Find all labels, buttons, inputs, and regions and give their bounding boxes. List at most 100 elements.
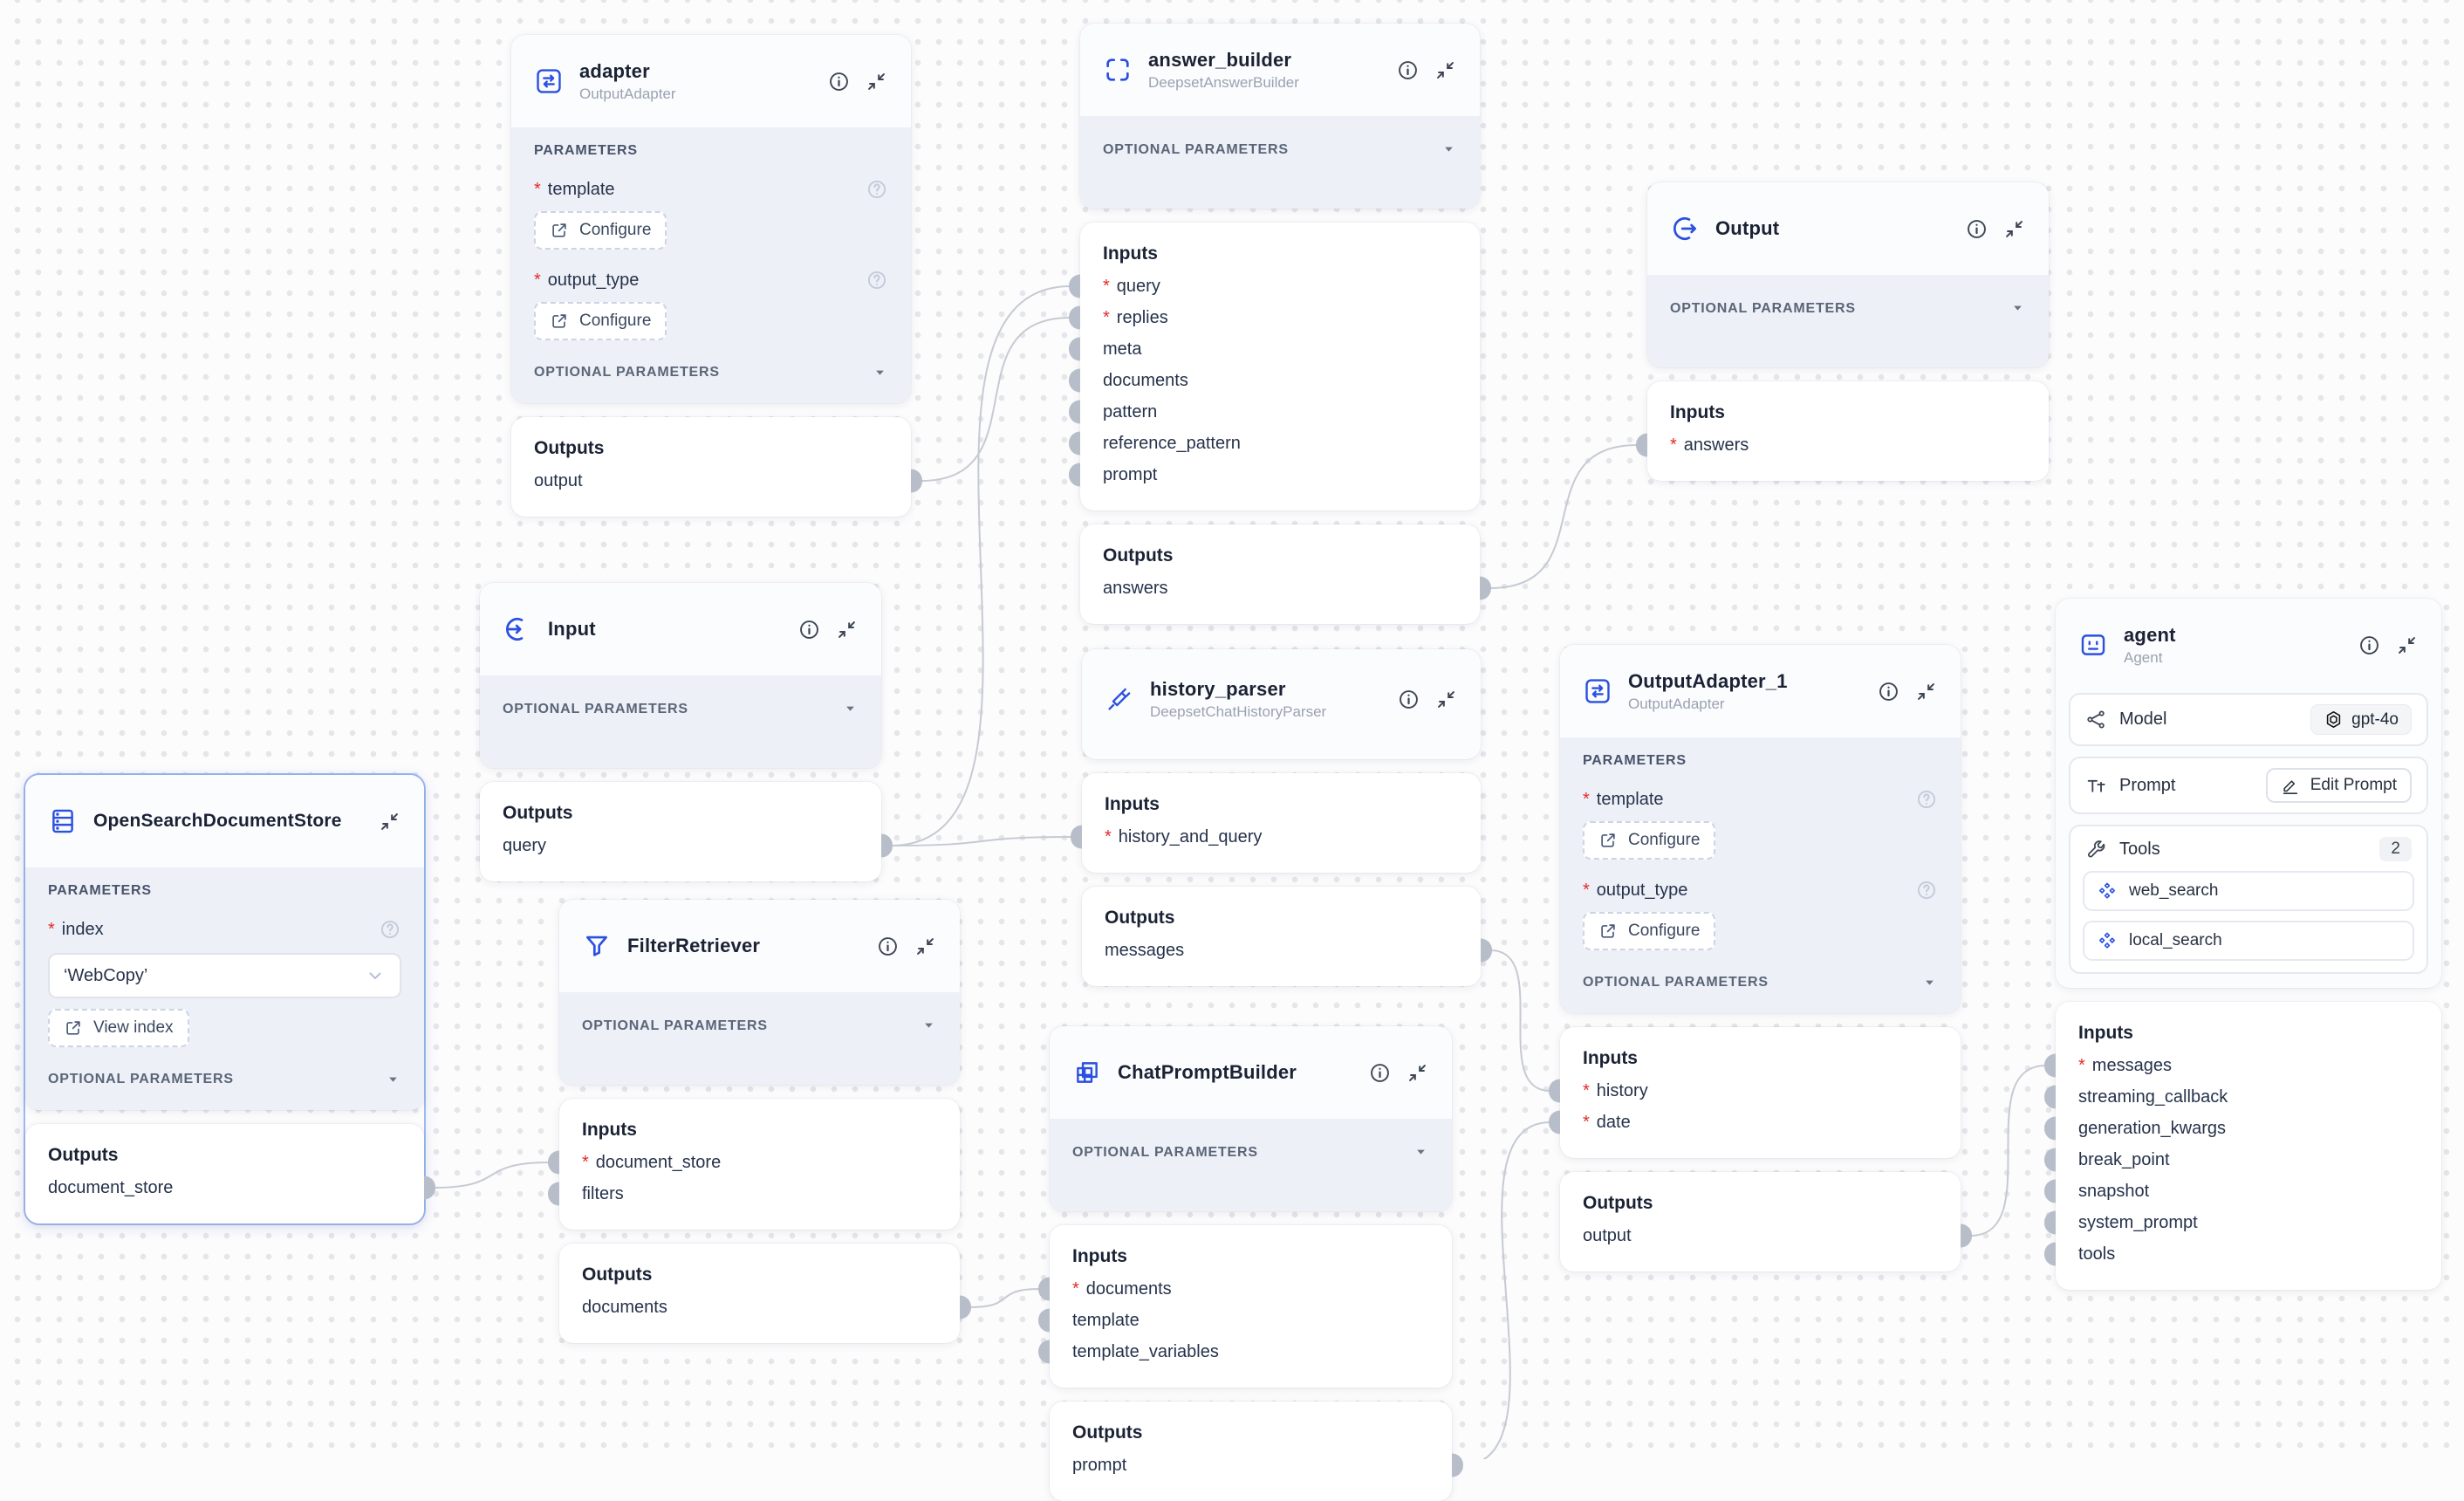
info-icon[interactable] (2358, 634, 2381, 657)
info-icon[interactable] (1396, 58, 1420, 82)
configure-button[interactable]: Configure (1583, 912, 1716, 950)
info-icon[interactable] (876, 935, 900, 958)
node-title: answer_builder (1148, 48, 1292, 71)
parameters-label: PARAMETERS (1583, 753, 1687, 768)
collapse-icon[interactable] (2002, 217, 2026, 241)
input-handle[interactable] (1069, 431, 1080, 456)
input-handle[interactable] (1069, 337, 1080, 361)
collapse-icon[interactable] (835, 618, 859, 641)
collapse-icon[interactable] (378, 810, 401, 833)
input-handle[interactable] (2044, 1148, 2056, 1172)
input-handle[interactable] (1636, 433, 1647, 457)
input-handle[interactable] (1038, 1308, 1050, 1333)
node-chatpromptbuilder[interactable]: ChatPromptBuilder OPTIONAL PARAMETERS In… (1038, 1026, 1463, 1501)
node-outputadapter-1[interactable]: OutputAdapter_1 OutputAdapter PARAMETERS… (1549, 645, 1972, 1271)
info-icon[interactable] (1877, 680, 1900, 703)
output-handle[interactable] (960, 1295, 971, 1319)
input-handle[interactable] (1038, 1277, 1050, 1301)
node-filterretriever[interactable]: FilterRetriever OPTIONAL PARAMETERS Inpu… (548, 900, 971, 1343)
configure-button[interactable]: Configure (1583, 821, 1716, 860)
node-adapter[interactable]: adapter OutputAdapter PARAMETERS templat… (511, 35, 922, 517)
output-handle[interactable] (911, 469, 922, 493)
output-port: query (503, 833, 893, 858)
node-history-parser[interactable]: history_parser DeepsetChatHistoryParser … (1071, 649, 1492, 986)
model-value-badge[interactable]: gpt-4o (2310, 704, 2412, 735)
input-handle[interactable] (2044, 1116, 2056, 1141)
input-handle[interactable] (1069, 368, 1080, 393)
input-handle[interactable] (1071, 825, 1082, 849)
input-handle[interactable] (2044, 1242, 2056, 1266)
optional-parameters-toggle[interactable]: OPTIONAL PARAMETERS (48, 1072, 401, 1087)
input-port: prompt (1069, 463, 1457, 487)
collapse-icon[interactable] (1914, 680, 1938, 703)
input-handle[interactable] (1069, 274, 1080, 298)
input-handle[interactable] (2044, 1179, 2056, 1203)
configure-button[interactable]: Configure (534, 302, 667, 340)
tool-item[interactable]: web_search (2083, 871, 2414, 911)
input-handle[interactable] (2044, 1085, 2056, 1109)
help-icon[interactable] (379, 918, 401, 941)
collapse-icon[interactable] (1406, 1061, 1429, 1085)
output-handle[interactable] (1961, 1223, 1972, 1248)
configure-button[interactable]: Configure (534, 211, 667, 250)
inputs-heading: Inputs (1105, 794, 1160, 814)
input-handle[interactable] (1069, 463, 1080, 487)
help-icon[interactable] (866, 178, 888, 201)
info-icon[interactable] (1965, 217, 1988, 241)
collapse-icon[interactable] (1434, 58, 1457, 82)
collapse-icon[interactable] (914, 935, 937, 958)
help-icon[interactable] (1915, 879, 1938, 901)
input-port: history_and_query (1071, 825, 1458, 849)
info-icon[interactable] (1397, 688, 1420, 711)
input-handle[interactable] (548, 1150, 559, 1175)
tool-item[interactable]: local_search (2083, 921, 2414, 961)
optional-parameters-toggle[interactable]: OPTIONAL PARAMETERS (480, 675, 881, 768)
info-icon[interactable] (827, 70, 851, 93)
collapse-icon[interactable] (865, 70, 888, 93)
input-handle[interactable] (1549, 1079, 1560, 1103)
collapse-icon[interactable] (2395, 634, 2419, 657)
edit-prompt-button[interactable]: Edit Prompt (2265, 768, 2412, 803)
input-handle[interactable] (1549, 1110, 1560, 1134)
output-handle[interactable] (881, 833, 893, 858)
output-handle[interactable] (424, 1175, 435, 1200)
collapse-icon[interactable] (1434, 688, 1458, 711)
node-output[interactable]: Output OPTIONAL PARAMETERS Inputs answer… (1636, 182, 2049, 481)
node-opensearchdocumentstore[interactable]: OpenSearchDocumentStore PARAMETERS index… (24, 773, 435, 1225)
output-handle[interactable] (1480, 576, 1491, 600)
help-icon[interactable] (1915, 788, 1938, 811)
input-handle[interactable] (2044, 1053, 2056, 1078)
optional-parameters-toggle[interactable]: OPTIONAL PARAMETERS (1583, 975, 1938, 990)
tools-label: Tools (2119, 839, 2160, 859)
help-icon[interactable] (866, 269, 888, 291)
node-agent[interactable]: agent Agent Model gpt-4o (2044, 599, 2441, 1290)
parameters-section: PARAMETERS template Configure output_typ… (511, 127, 911, 403)
input-handle[interactable] (1069, 305, 1080, 330)
input-handle[interactable] (1069, 400, 1080, 424)
view-index-button[interactable]: View index (48, 1009, 189, 1047)
index-select[interactable]: ‘WebCopy’ (48, 953, 401, 998)
input-port: pattern (1069, 400, 1457, 424)
input-handle[interactable] (1038, 1340, 1050, 1364)
output-handle[interactable] (1481, 938, 1492, 963)
input-port: answers (1636, 433, 2026, 457)
input-handle[interactable] (548, 1182, 559, 1206)
inputs-heading: Inputs (2078, 1023, 2133, 1043)
openai-icon (2324, 709, 2344, 730)
outputs-card: Outputs query (480, 782, 893, 881)
input-handle[interactable] (2044, 1210, 2056, 1235)
node-answer-builder[interactable]: answer_builder DeepsetAnswerBuilder OPTI… (1069, 24, 1491, 624)
info-icon[interactable] (1368, 1061, 1392, 1085)
optional-parameters-toggle[interactable]: OPTIONAL PARAMETERS (559, 992, 960, 1085)
info-icon[interactable] (797, 618, 821, 641)
optional-parameters-toggle[interactable]: OPTIONAL PARAMETERS (534, 365, 888, 380)
input-port: filters (548, 1182, 937, 1206)
optional-parameters-toggle[interactable]: OPTIONAL PARAMETERS (1050, 1119, 1452, 1211)
node-input[interactable]: Input OPTIONAL PARAMETERS Outputs query (480, 583, 893, 881)
input-port: query (1069, 274, 1457, 298)
optional-parameters-toggle[interactable]: OPTIONAL PARAMETERS (1080, 116, 1480, 209)
param-name: index (48, 920, 104, 940)
optional-parameters-toggle[interactable]: OPTIONAL PARAMETERS (1647, 275, 2049, 367)
output-handle[interactable] (1452, 1453, 1463, 1477)
